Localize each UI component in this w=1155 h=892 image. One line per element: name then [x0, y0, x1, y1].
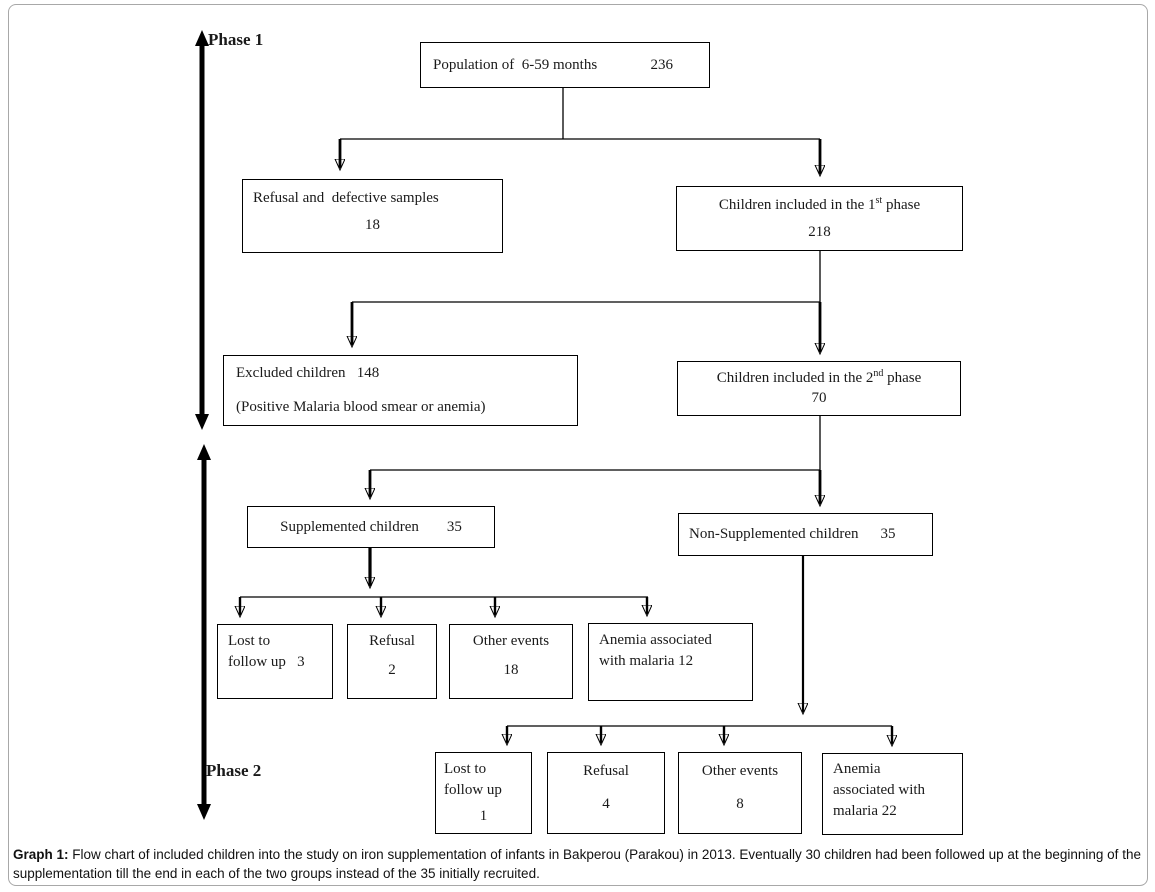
population-text: Population of 6-59 months — [433, 56, 598, 73]
ordinal-suffix: st — [875, 195, 883, 206]
ordinal-suffix: nd — [873, 368, 884, 379]
phase1-label: Phase 1 — [208, 30, 264, 49]
non-supplemented-text: Non-Supplemented children — [689, 526, 859, 542]
included-phase1-text: Children included in the 1st phase — [718, 195, 921, 214]
supplemented-text: Supplemented children — [280, 518, 419, 535]
nonsupp-other-count: 8 — [736, 796, 744, 812]
flow-box-nonsupp-lost-to-follow-up: Lost to follow up 1 — [435, 752, 532, 834]
supp-refusal-count: 2 — [388, 662, 396, 678]
caption-label: Graph 1: — [13, 847, 69, 862]
flow-box-population: Population of 6-59 months 236 — [420, 42, 710, 88]
nonsupp-lost-count: 1 — [479, 808, 488, 824]
refusal-defective-text: Refusal and defective samples — [253, 190, 439, 206]
flow-box-supplemented: Supplemented children 35 — [247, 506, 495, 548]
nonsupp-refusal-count: 4 — [602, 796, 610, 812]
phase2-label: Phase 2 — [206, 761, 262, 780]
population-count: 236 — [650, 56, 674, 73]
caption-text: Flow chart of included children into the… — [13, 847, 1141, 881]
phase1-span-arrow — [195, 30, 209, 430]
included-phase2-count: 70 — [811, 390, 827, 406]
flow-box-supp-other-events: Other events 18 — [449, 624, 573, 699]
supplemented-count: 35 — [446, 518, 462, 535]
flow-box-nonsupp-anemia-malaria: Anemia associated with malaria 22 — [822, 753, 963, 835]
flow-box-excluded: Excluded children 148 (Positive Malaria … — [223, 355, 578, 426]
non-supplemented-count: 35 — [880, 526, 896, 542]
flow-box-nonsupp-other-events: Other events 8 — [678, 752, 802, 834]
flow-box-included-phase2: Children included in the 2nd phase 70 — [677, 361, 961, 416]
flow-box-supp-anemia-malaria: Anemia associated with malaria 12 — [588, 623, 753, 701]
included-phase1-count: 218 — [808, 224, 831, 240]
flow-box-refusal-defective: Refusal and defective samples 18 — [242, 179, 503, 253]
flow-box-nonsupp-refusal: Refusal 4 — [547, 752, 665, 834]
included-phase2-text: Children included in the 2nd phase — [716, 368, 922, 387]
refusal-defective-count: 18 — [365, 217, 380, 233]
flow-box-included-phase1: Children included in the 1st phase 218 — [676, 186, 963, 251]
figure-caption: Graph 1: Flow chart of included children… — [13, 845, 1143, 883]
excluded-reason: (Positive Malaria blood smear or anemia) — [236, 399, 486, 415]
flow-box-supp-refusal: Refusal 2 — [347, 624, 437, 699]
flow-box-supp-lost-to-follow-up: Lost to follow up 3 — [217, 624, 333, 699]
phase2-span-arrow — [197, 444, 211, 820]
excluded-text: Excluded children 148 — [236, 365, 380, 381]
flow-box-non-supplemented: Non-Supplemented children 35 — [678, 513, 933, 556]
supp-other-count: 18 — [503, 662, 519, 678]
